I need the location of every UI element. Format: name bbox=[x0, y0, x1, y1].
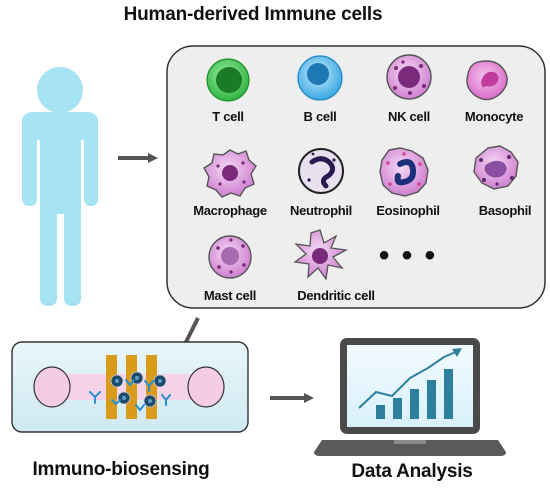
immune-cells-panel bbox=[166, 45, 546, 309]
laptop-chart-icon bbox=[314, 338, 506, 456]
nk-cell-icon bbox=[386, 54, 432, 100]
monocyte-icon bbox=[466, 60, 508, 101]
neutrophil-icon bbox=[298, 148, 344, 194]
mast-cell-icon bbox=[208, 235, 252, 279]
basophil-icon bbox=[473, 145, 519, 190]
t-cell-icon bbox=[206, 58, 250, 102]
human-figure-icon bbox=[22, 67, 98, 306]
eosinophil-icon bbox=[379, 147, 429, 197]
dendritic-cell-icon bbox=[293, 229, 349, 281]
biosensing-chip-icon bbox=[11, 341, 249, 433]
macrophage-icon bbox=[203, 149, 257, 198]
b-cell-icon bbox=[297, 55, 343, 101]
